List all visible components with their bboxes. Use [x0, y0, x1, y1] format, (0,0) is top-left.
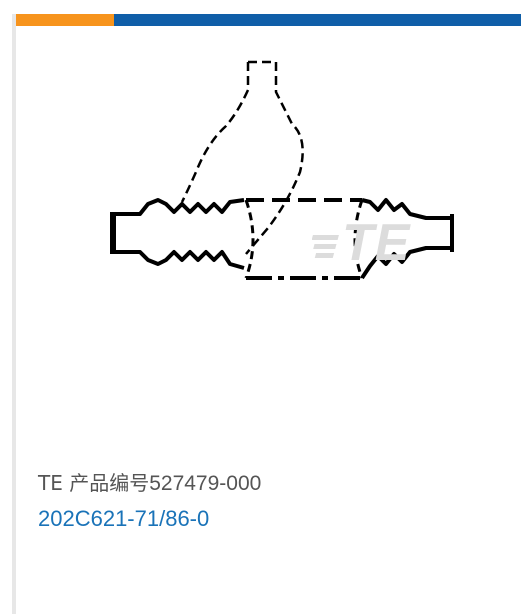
- model-number-link[interactable]: 202C621-71/86-0: [38, 506, 210, 531]
- card-top-accent-bar: [16, 14, 521, 26]
- part-number-value: 527479-000: [149, 472, 262, 495]
- boot-drawing-icon[interactable]: [100, 42, 500, 302]
- te-logo-text: TE: [342, 214, 411, 272]
- te-logo-bars-icon: [312, 235, 339, 259]
- part-number-line: TE 产品编号527479-000: [38, 467, 261, 496]
- part-number-label: TE 产品编号: [38, 471, 150, 495]
- product-card[interactable]: TE TE 产品编号527479-000 202C621-71/86-0: [12, 14, 521, 614]
- te-logo-watermark: TE: [312, 217, 410, 269]
- accent-orange-segment: [16, 14, 114, 26]
- accent-blue-segment: [114, 14, 521, 26]
